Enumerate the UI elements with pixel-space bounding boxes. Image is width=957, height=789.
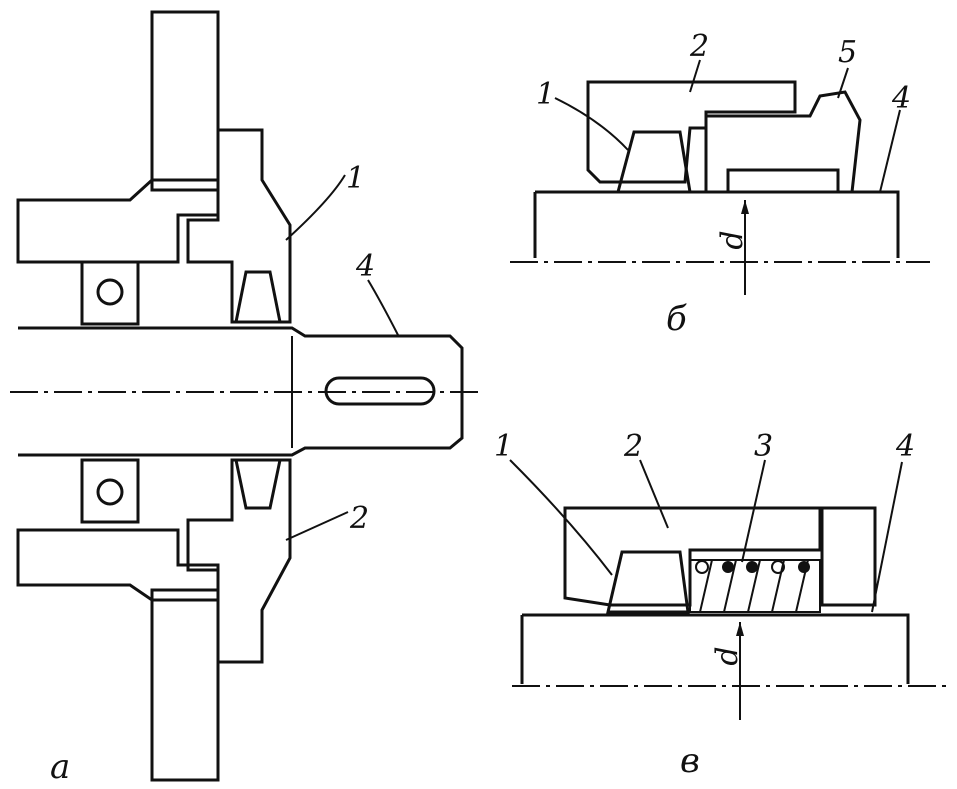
panel-a: 1 2 4 a [10,10,478,787]
callout-b-4: 4 [891,81,911,116]
housing-b [586,80,797,184]
wall-upper [150,10,220,192]
dimension-b-d: d [715,230,750,249]
callout-a-1: 1 [346,161,365,196]
seal-lower [234,458,282,510]
callout-c-4: 4 [895,429,915,464]
caption-b: б [666,299,687,339]
wall-lower [150,588,220,782]
callout-c-3: 3 [754,429,773,464]
callout-a-2: 2 [349,501,369,536]
panel-c: d 1 2 3 4 в [494,429,950,781]
shaft-b [533,190,900,258]
dimension-c-d: d [710,646,745,665]
spring-c [689,559,821,613]
housing-c-right [820,506,877,607]
sleeve-b [704,90,862,194]
seal-upper [234,270,282,324]
bearing-upper [80,260,140,326]
housing-c [563,506,822,607]
callout-b-1: 1 [536,77,555,112]
callout-c-2: 2 [623,429,643,464]
shaft-c [520,613,910,684]
bearing-lower [80,458,140,524]
seal-c [606,550,690,614]
callout-a-4: 4 [355,249,375,284]
callout-b-5: 5 [838,35,857,70]
caption-c: в [680,741,700,781]
callout-b-2: 2 [689,29,709,64]
callout-c-1: 1 [494,429,513,464]
cap-upper [186,128,292,324]
caption-a: a [50,747,70,787]
cap-lower [186,458,292,664]
panel-b: d 1 2 5 4 б [510,29,930,339]
